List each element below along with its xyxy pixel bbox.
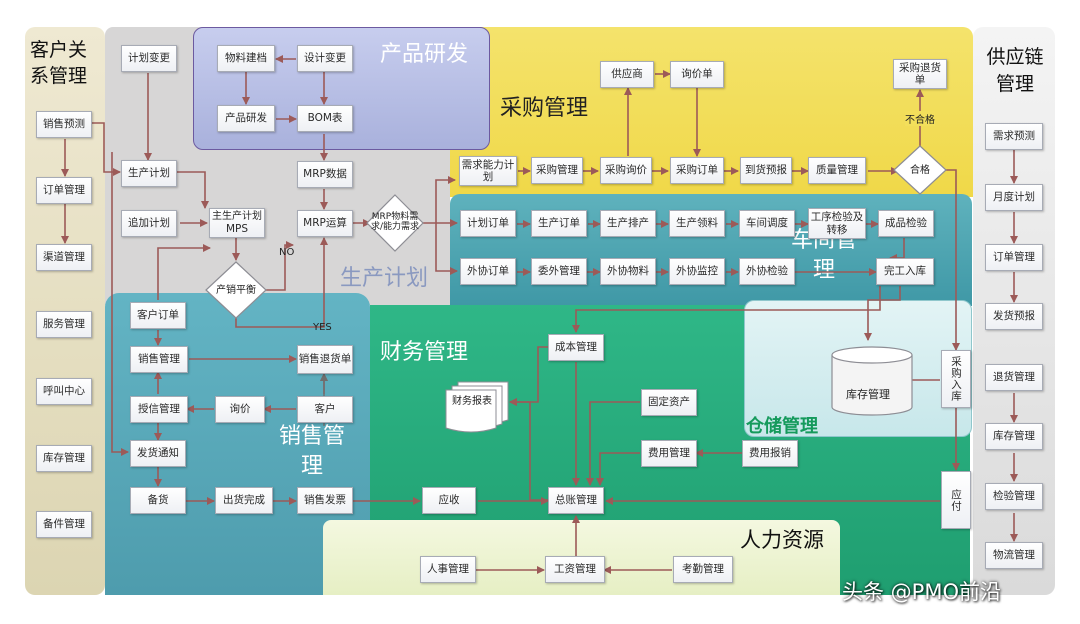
hr-title: 人力资源: [740, 528, 824, 552]
ws-outsource[interactable]: 委外管理: [531, 258, 587, 285]
fin-ledger[interactable]: 总账管理: [548, 487, 604, 514]
yes-label: YES: [313, 322, 332, 333]
sales-inquiry[interactable]: 询价: [215, 396, 265, 423]
plan-change[interactable]: 计划变更: [121, 45, 177, 72]
fin-expense[interactable]: 费用管理: [641, 440, 697, 467]
hr-personnel[interactable]: 人事管理: [420, 556, 476, 583]
sales-return[interactable]: 销售退货单: [297, 345, 353, 374]
rd-product-dev[interactable]: 产品研发: [217, 105, 275, 132]
crm-parts-mgmt[interactable]: 备件管理: [36, 511, 92, 538]
no-label: NO: [279, 247, 295, 258]
rd-material-model[interactable]: 物料建档: [217, 45, 275, 72]
ws-finished-in[interactable]: 完工入库: [876, 258, 934, 285]
fin-cost[interactable]: 成本管理: [548, 334, 604, 361]
fin-expense-claim[interactable]: 费用报销: [742, 440, 798, 467]
crm-title: 客户关系管理: [30, 39, 88, 87]
purchase-return-sheet[interactable]: 采购退货单: [893, 59, 947, 89]
hr-payroll[interactable]: 工资管理: [545, 556, 605, 583]
ws-plan-order[interactable]: 计划订单: [460, 210, 516, 237]
ws-out-monitor[interactable]: 外协监控: [669, 258, 725, 285]
watermark: 头条 @PMO前沿: [842, 580, 1001, 604]
ws-out-order[interactable]: 外协订单: [460, 258, 516, 285]
mps-label: MPS: [225, 222, 249, 235]
plan-master-plan[interactable]: 主生产计划 MPS: [209, 208, 265, 238]
qualified-diamond[interactable]: 合格: [910, 164, 930, 176]
ws-out-check[interactable]: 外协检验: [739, 258, 795, 285]
plan-mrp-data[interactable]: MRP数据: [297, 161, 353, 188]
sales-customer[interactable]: 客户: [297, 396, 353, 423]
sales-customer-order[interactable]: 客户订单: [130, 302, 186, 329]
unqualified-label: 不合格: [905, 111, 935, 126]
plan-balance-diamond[interactable]: 产销平衡: [216, 284, 256, 296]
rd-bom[interactable]: BOM表: [297, 105, 353, 132]
scm-order-mgmt[interactable]: 订单管理: [985, 244, 1043, 271]
rd-title: 产品研发: [380, 42, 469, 67]
warehouse-title: 仓储管理: [746, 416, 818, 437]
scm-title: 供应链管理: [986, 46, 1044, 95]
scm-demand-forecast[interactable]: 需求预测: [985, 123, 1043, 150]
wh-purchase-in[interactable]: 采购入库: [941, 350, 971, 408]
scm-monthly-plan[interactable]: 月度计划: [985, 184, 1043, 211]
mrp-need-diamond[interactable]: MRP物料需求/能力需求: [370, 212, 420, 232]
sales-invoice[interactable]: 销售发票: [297, 487, 353, 514]
scm-inventory-mgmt[interactable]: 库存管理: [985, 423, 1043, 450]
fin-report-label[interactable]: 财务报表: [452, 396, 492, 407]
sales-title: 销售管理: [278, 424, 345, 479]
hr-attendance[interactable]: 考勤管理: [673, 556, 733, 583]
scm-return-mgmt[interactable]: 退货管理: [985, 364, 1043, 391]
sales-ship-notice[interactable]: 发货通知: [130, 440, 186, 467]
scm-logistics-mgmt[interactable]: 物流管理: [985, 542, 1043, 569]
ws-out-material[interactable]: 外协物料: [600, 258, 656, 285]
purchase-order[interactable]: 采购订单: [670, 157, 724, 184]
ws-prod-order[interactable]: 生产订单: [531, 210, 587, 237]
ws-prod-schedule[interactable]: 生产排产: [600, 210, 656, 237]
ws-process-check[interactable]: 工序检验及转移: [808, 208, 866, 239]
purchase-arrival-notice[interactable]: 到货预报: [740, 157, 792, 184]
master-plan-label: 主生产计划: [212, 211, 262, 223]
inventory-cylinder: [831, 346, 913, 416]
purchase-capacity-plan[interactable]: 需求能力计划: [459, 156, 517, 186]
scm-shipping-notice[interactable]: 发货预报: [985, 303, 1043, 330]
plan-extra-plan[interactable]: 追加计划: [121, 210, 177, 237]
crm-sales-forecast[interactable]: 销售预测: [36, 111, 92, 138]
fin-fixed-asset[interactable]: 固定资产: [641, 389, 697, 416]
crm-inventory-mgmt[interactable]: 库存管理: [36, 445, 92, 472]
ws-product-check[interactable]: 成品检验: [878, 210, 934, 237]
finance-title: 财务管理: [380, 340, 469, 365]
crm-channel-mgmt[interactable]: 渠道管理: [36, 244, 92, 271]
sales-stock-up[interactable]: 备货: [130, 487, 186, 514]
plan-title: 生产计划: [340, 266, 429, 291]
crm-order-mgmt[interactable]: 订单管理: [36, 177, 92, 204]
fin-receivable[interactable]: 应收: [422, 487, 476, 514]
sales-credit[interactable]: 授信管理: [130, 396, 188, 423]
report-stack: [445, 381, 509, 433]
crm-service-mgmt[interactable]: 服务管理: [36, 311, 92, 338]
plan-production-plan[interactable]: 生产计划: [121, 160, 177, 187]
crm-call-center[interactable]: 呼叫中心: [36, 378, 92, 405]
purchase-mgmt-box[interactable]: 采购管理: [531, 157, 583, 184]
ws-dispatch[interactable]: 车间调度: [739, 210, 795, 237]
plan-mrp-run[interactable]: MRP运算: [297, 210, 353, 237]
rd-design-change[interactable]: 设计变更: [297, 45, 353, 72]
scm-inspection-mgmt[interactable]: 检验管理: [985, 483, 1043, 510]
wh-inventory-label[interactable]: 库存管理: [846, 388, 890, 401]
purchase-quality[interactable]: 质量管理: [808, 157, 866, 184]
purchase-inquiry[interactable]: 采购询价: [600, 157, 652, 184]
purchase-supplier[interactable]: 供应商: [600, 61, 654, 88]
fin-payable[interactable]: 应付: [941, 471, 971, 529]
sales-mgmt-box[interactable]: 销售管理: [130, 346, 188, 373]
sales-ship-done[interactable]: 出货完成: [215, 487, 273, 514]
purchase-title: 采购管理: [500, 96, 589, 121]
ws-prod-material[interactable]: 生产领料: [669, 210, 725, 237]
purchase-inquiry-sheet[interactable]: 询价单: [670, 61, 724, 88]
